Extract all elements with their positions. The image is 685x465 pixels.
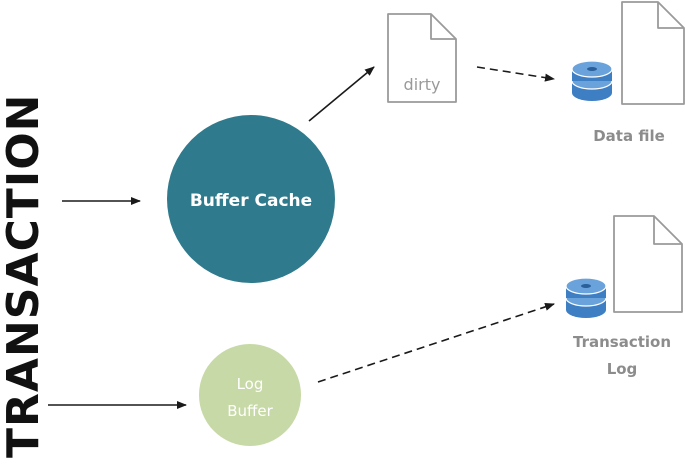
- dirty-label: dirty: [404, 75, 441, 94]
- transaction-log-label-line1: Transaction: [573, 333, 671, 351]
- data-file-node: Data file: [571, 1, 685, 145]
- transaction-log-label-line2: Log: [607, 360, 638, 378]
- buffer-cache-circle: [167, 115, 335, 283]
- buffer-cache-node: Buffer Cache: [167, 115, 335, 283]
- transaction-title: TRANSACTION: [0, 94, 49, 458]
- arrow-logbuffer-to-log: [317, 303, 555, 383]
- database-disk-icon: [571, 60, 613, 101]
- database-disk-icon: [565, 277, 607, 318]
- log-buffer-circle: [199, 344, 301, 446]
- log-buffer-label-line2: Buffer: [227, 402, 273, 420]
- document-icon: [613, 215, 683, 313]
- log-buffer-label-line1: Log: [237, 375, 264, 393]
- log-buffer-node: Log Buffer: [199, 344, 301, 446]
- data-file-label: Data file: [593, 127, 665, 145]
- dirty-page-node: dirty: [387, 13, 457, 103]
- document-icon: [621, 1, 685, 105]
- arrow-cache-to-dirty: [308, 66, 375, 122]
- buffer-cache-label: Buffer Cache: [190, 191, 312, 211]
- document-icon: [387, 13, 457, 103]
- transaction-log-node: Transaction Log: [565, 215, 683, 378]
- arrow-dirty-to-datafile: [476, 66, 555, 82]
